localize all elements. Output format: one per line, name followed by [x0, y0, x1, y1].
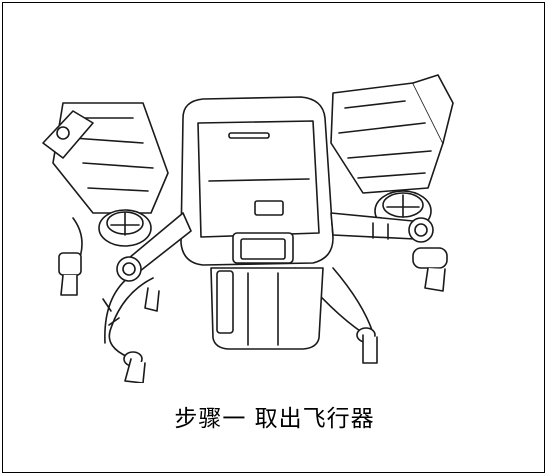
drone-body	[180, 96, 334, 266]
left-folded-arm	[42, 102, 169, 296]
right-folded-arm	[330, 74, 454, 292]
spray-tank	[210, 232, 324, 350]
step-caption: 步骤一 取出飞行器	[174, 406, 375, 432]
front-arms	[116, 212, 434, 282]
folded-drone-illustration	[42, 74, 454, 383]
spray-nozzles	[124, 287, 378, 383]
